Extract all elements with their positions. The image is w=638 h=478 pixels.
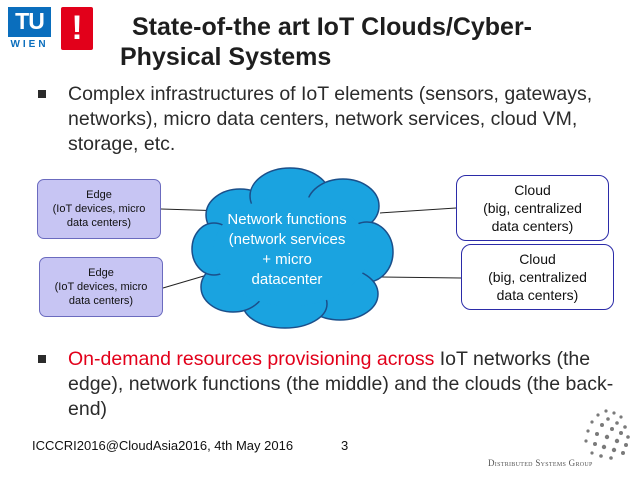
slide-title: State-of-the art IoT Clouds/Cyber- Physi…: [120, 12, 620, 72]
bullet-text-1: Complex infrastructures of IoT elements …: [68, 83, 593, 155]
bullet-square-icon: [38, 90, 46, 98]
connector-network-cloud2: [377, 276, 462, 279]
bullet-point-1: Complex infrastructures of IoT elements …: [38, 82, 618, 157]
connector-network-cloud1: [379, 207, 457, 214]
edge-box-2-label: Edge (IoT devices, micro data centers): [54, 267, 148, 307]
distributed-systems-group-label: Distributed Systems Group: [488, 458, 593, 468]
dsg-dots-logo-icon: [584, 409, 630, 460]
logo-exclamation-block: !: [61, 7, 93, 50]
bullet-point-2: On-demand resources provisioning across …: [38, 347, 618, 422]
slide-title-line2: Physical Systems: [120, 43, 332, 71]
tu-wien-logo: TU WIEN !: [8, 7, 96, 52]
bullet-text-2-highlight: On-demand resources provisioning across: [68, 348, 435, 370]
page-number: 3: [341, 438, 349, 453]
slide-title-line1: State-of-the art IoT Clouds/Cyber-: [132, 13, 533, 41]
cloud-box-2: Cloud (big, centralized data centers): [461, 244, 614, 310]
cloud-box-1: Cloud (big, centralized data centers): [456, 175, 609, 241]
network-functions-label: Network functions (network services + mi…: [227, 211, 347, 288]
cloud-box-2-label: Cloud (big, centralized data centers): [488, 251, 587, 303]
logo-tu-block: TU: [8, 7, 51, 37]
footer-event-label: ICCCRI2016@CloudAsia2016, 4th May 2016: [32, 438, 294, 453]
logo-wien-text: WIEN: [10, 39, 49, 50]
edge-box-1: Edge (IoT devices, micro data centers): [37, 179, 161, 239]
cloud-box-1-label: Cloud (big, centralized data centers): [483, 182, 582, 234]
logo-tu-text: TU: [15, 8, 45, 34]
edge-box-1-label: Edge (IoT devices, micro data centers): [52, 189, 146, 229]
logo-exclamation-text: !: [71, 9, 83, 47]
network-cloud-core: [213, 196, 369, 306]
bullet-text-2: On-demand resources provisioning across …: [38, 347, 618, 422]
bullet-text-2-rest: IoT networks (the edge), network functio…: [68, 348, 614, 420]
bullet-square-icon: [38, 355, 46, 363]
edge-box-2: Edge (IoT devices, micro data centers): [39, 257, 163, 317]
